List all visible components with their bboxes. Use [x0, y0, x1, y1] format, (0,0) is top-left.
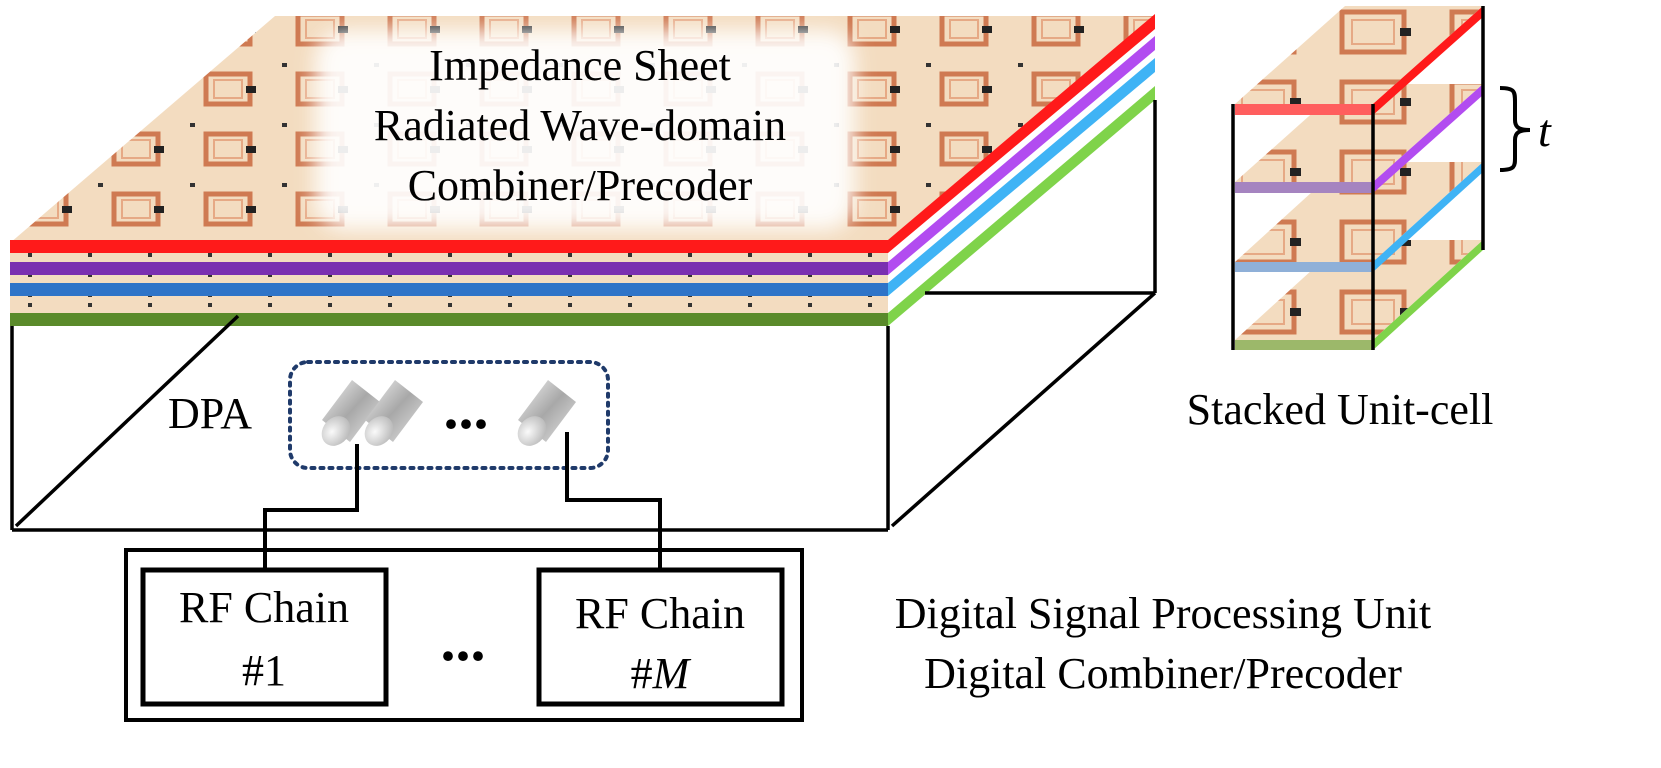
feed-line-1	[263, 444, 359, 570]
layer-purple-side	[888, 36, 1155, 275]
unit-layer-3	[1235, 162, 1483, 272]
dsp-outer-box	[124, 548, 804, 722]
layer-purple-front	[10, 262, 888, 275]
rf-chain-ellipsis: ...	[441, 607, 486, 673]
layer-strip-3	[10, 296, 888, 313]
rf-chain-m-number: #M	[631, 649, 692, 698]
sheet-title-line-1: Impedance Sheet	[429, 41, 731, 90]
unit-layer-4	[1235, 240, 1483, 350]
rf-chain-1-label: RF Chain	[179, 583, 349, 632]
layer-cyan-side	[888, 58, 1155, 296]
rf-chain-m-box	[536, 567, 785, 707]
dsp-label-line-2: Digital Combiner/Precoder	[924, 649, 1402, 698]
layer-strip-2	[10, 275, 888, 283]
sheet-title-line-2: Radiated Wave-domain	[374, 101, 786, 150]
dpa-antenna-2	[364, 380, 423, 446]
dpa-label: DPA	[168, 389, 252, 438]
rf-chain-1-number: #1	[242, 646, 286, 695]
rf-chain-1-box	[140, 567, 389, 707]
thickness-symbol: t	[1538, 105, 1552, 156]
dpa-dotted-box	[288, 360, 610, 470]
dpa-group: DPA ...	[168, 360, 610, 470]
stacked-unit-cell: t	[1231, 6, 1552, 350]
dpa-ellipsis: ...	[444, 375, 489, 441]
stacked-unit-cell-label: Stacked Unit-cell	[1187, 385, 1494, 434]
dsp-unit: RF Chain #1 ... RF Chain #M	[124, 548, 804, 722]
layer-strip-1	[10, 253, 888, 262]
metasurface-box: Impedance Sheet Radiated Wave-domain Com…	[10, 14, 1157, 532]
dpa-antenna-1	[321, 380, 380, 446]
rf-chain-m-label: RF Chain	[575, 589, 745, 638]
unit-layer-2	[1235, 84, 1483, 193]
sheet-title-line-3: Combiner/Precoder	[408, 161, 753, 210]
thickness-brace	[1499, 86, 1531, 172]
dpa-antenna-m	[517, 380, 576, 446]
layer-red-front	[10, 240, 888, 253]
dsp-label-line-1: Digital Signal Processing Unit	[895, 589, 1432, 638]
title-backdrop	[315, 30, 855, 230]
layer-green-side	[888, 86, 1155, 326]
box-back-left-diagonal	[14, 314, 240, 528]
layer-blue-front	[10, 283, 888, 296]
box-right-bottom-diagonal	[890, 291, 1157, 528]
unit-layer-1	[1235, 6, 1483, 115]
layer-green-front	[10, 313, 888, 326]
layer-red-side	[888, 14, 1155, 253]
feed-line-m	[565, 432, 662, 570]
